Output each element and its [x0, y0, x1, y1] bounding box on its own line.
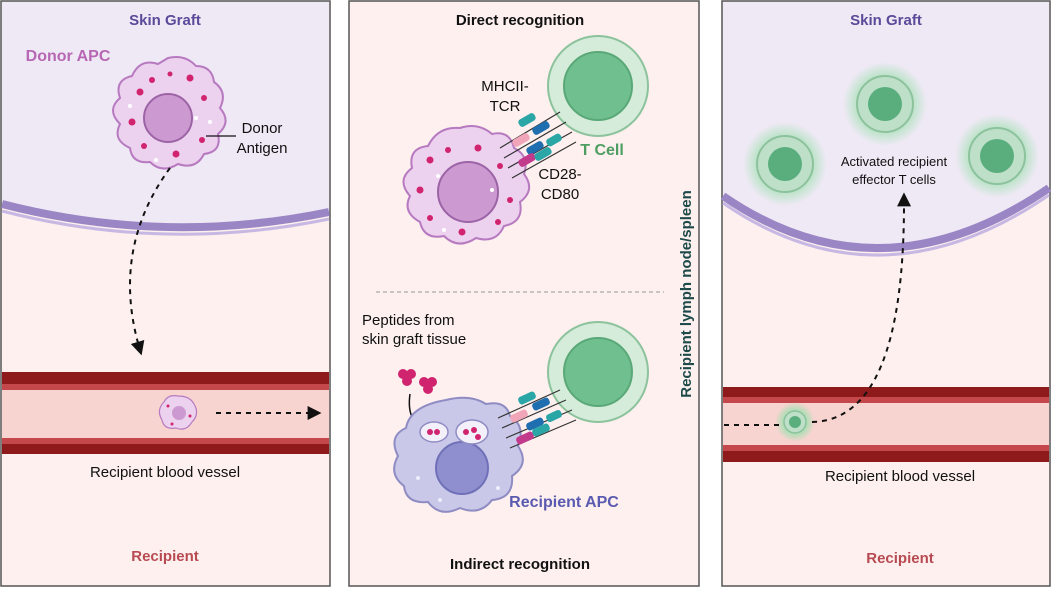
recipient-label-left: Recipient	[131, 548, 199, 565]
donor-apc-label: Donor APC	[25, 48, 111, 65]
donor-apc-cell	[112, 56, 227, 170]
blood-vessel-right	[723, 387, 1049, 462]
t-cell-direct	[547, 35, 649, 137]
extravasation-arrow	[811, 192, 912, 423]
peptide-cluster	[398, 369, 437, 394]
skin-membrane-left	[1, 200, 330, 232]
recipient-apc	[393, 396, 524, 513]
blood-vessel-label-left: Recipient blood vessel	[89, 464, 241, 481]
indirect-recognition-title: Indirect recognition	[449, 556, 591, 573]
activated-t-cells-label-1: Activated recipient	[840, 154, 948, 169]
mhcii-label-2: TCR	[489, 98, 521, 115]
cd28-label-2: CD80	[540, 186, 580, 203]
donor-apc-direct	[402, 125, 531, 245]
panel-middle	[348, 0, 700, 587]
activated-t-cell-2	[743, 122, 827, 206]
skin-graft-label-right: Skin Graft	[850, 12, 922, 29]
activated-t-cell-1	[843, 62, 927, 146]
receptor-complex-direct	[499, 111, 577, 179]
t-cell-label: T Cell	[580, 142, 624, 159]
skin-membrane-right	[720, 184, 1052, 252]
panel-left	[0, 0, 331, 587]
activated-t-cells-label-2: effector T cells	[852, 172, 936, 187]
panel-right	[720, 0, 1052, 587]
donor-apc-small	[158, 395, 198, 430]
direct-recognition-title: Direct recognition	[455, 12, 585, 29]
cd28-label-1: CD28-	[538, 166, 582, 183]
peptides-label-2: skin graft tissue	[362, 331, 467, 348]
mhcii-label-1: MHCII-	[481, 78, 529, 95]
receptor-complex-indirect	[497, 389, 577, 449]
migration-arrow-left	[129, 167, 171, 356]
activated-t-cell-3	[955, 114, 1039, 198]
recipient-label-right: Recipient	[866, 550, 934, 567]
blood-vessel-label-right: Recipient blood vessel	[824, 468, 976, 485]
t-cell-in-vessel	[775, 402, 815, 442]
recipient-apc-label: Recipient APC	[509, 494, 619, 511]
donor-antigen-label-2: Antigen	[236, 140, 288, 157]
skin-graft-label-left: Skin Graft	[129, 12, 201, 29]
peptides-label-1: Peptides from	[362, 312, 455, 329]
t-cell-indirect	[547, 321, 649, 423]
donor-antigen-label-1: Donor	[241, 120, 283, 137]
lymph-node-label: Recipient lymph node/spleen	[678, 190, 695, 398]
